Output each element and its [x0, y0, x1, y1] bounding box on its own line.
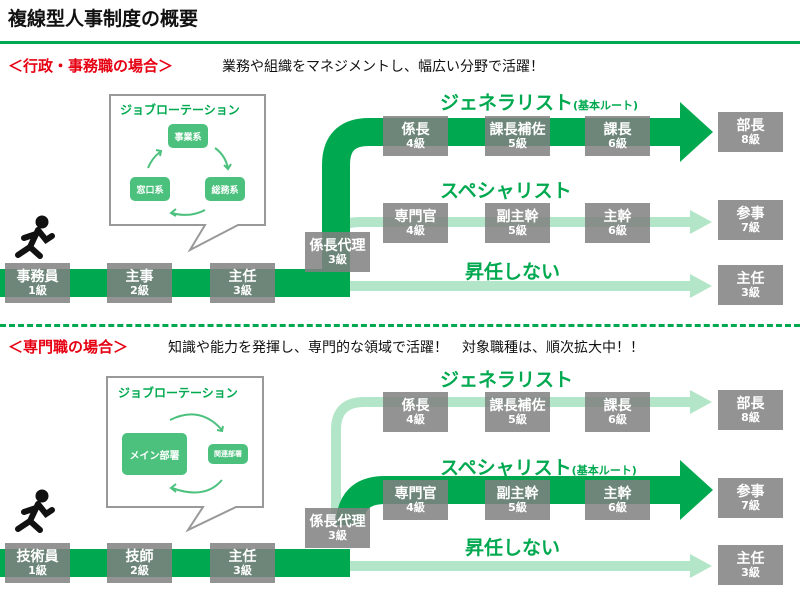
section-divider — [0, 324, 800, 327]
generalist-path-2 — [331, 397, 692, 520]
rotation-unit: 関連部署 — [208, 444, 248, 464]
generalist-path — [0, 118, 682, 297]
no-promotion-label: 昇任しない — [465, 537, 561, 559]
specialist-label: スペシャリスト(基本ルート) — [440, 457, 637, 479]
generalist-label: ジェネラリスト(基本ルート) — [440, 92, 639, 114]
rotation-title: ジョブローテーション — [120, 103, 240, 117]
specialist-label: スペシャリスト — [440, 180, 572, 202]
generalist-arrowhead — [680, 102, 713, 162]
no-promotion-arrowhead — [690, 274, 712, 298]
title-underline — [0, 41, 800, 44]
specialist-arrowhead — [690, 210, 712, 234]
rotation-unit: 総務系 — [205, 177, 245, 201]
generalist-arrowhead-2 — [690, 390, 712, 414]
rotation-unit: 窓口系 — [130, 177, 170, 201]
rotation-unit: 事業系 — [168, 124, 208, 148]
page-title: 複線型人事制度の概要 — [8, 8, 199, 30]
runner-icon — [15, 215, 55, 259]
runner-icon-2 — [15, 489, 55, 533]
case-label: ＜専門職の場合＞ — [8, 338, 129, 356]
no-promotion-label: 昇任しない — [465, 261, 561, 283]
rotation-unit: メイン部署 — [122, 433, 187, 475]
case-description: 業務や組織をマネジメントし、幅広い分野で活躍！ — [222, 59, 544, 75]
case-label: ＜行政・事務職の場合＞ — [8, 57, 174, 75]
specialist-arrowhead-2 — [680, 460, 713, 520]
no-promotion-arrowhead-2 — [690, 554, 712, 578]
generalist-label: ジェネラリスト — [440, 369, 574, 391]
speech-bubble — [109, 94, 266, 253]
case-description: 知識や能力を発揮し、専門的な領域で活躍！ 対象職種は、順次拡大中！！ — [168, 340, 644, 356]
rotation-title: ジョブローテーション — [118, 386, 238, 400]
